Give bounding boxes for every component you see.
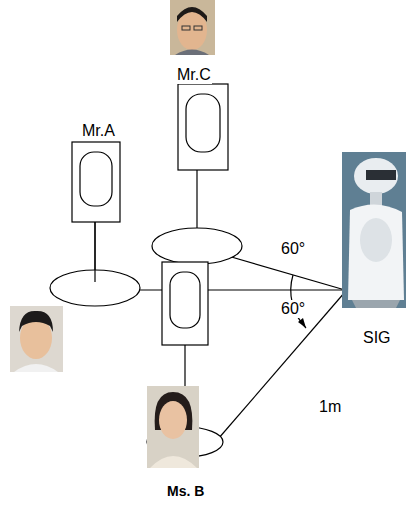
person-label: Ms. B xyxy=(166,484,205,499)
angle-label: 60° xyxy=(280,240,306,258)
arrow-head xyxy=(298,318,306,328)
speaker-box xyxy=(162,262,208,345)
face-photo xyxy=(147,386,199,468)
face-photo xyxy=(170,0,215,55)
speaker-pole xyxy=(94,222,95,282)
distance-label: 1m xyxy=(318,398,342,416)
speaker-box xyxy=(72,142,120,222)
robot-label: SIG xyxy=(362,329,392,347)
speaker-cone xyxy=(80,152,112,206)
speaker-box xyxy=(178,84,228,170)
direction-line xyxy=(212,292,345,446)
person-label: Mr.C xyxy=(176,66,212,84)
speaker-pole xyxy=(94,222,95,282)
direction-line xyxy=(228,256,345,290)
angle-label: 60° xyxy=(280,300,306,318)
face-photo xyxy=(10,306,63,372)
robot-image xyxy=(342,152,406,308)
person-label: Mr.A xyxy=(81,122,116,140)
speaker-cone xyxy=(170,272,200,328)
speaker-cone xyxy=(186,94,220,152)
speaker-base xyxy=(152,228,242,264)
